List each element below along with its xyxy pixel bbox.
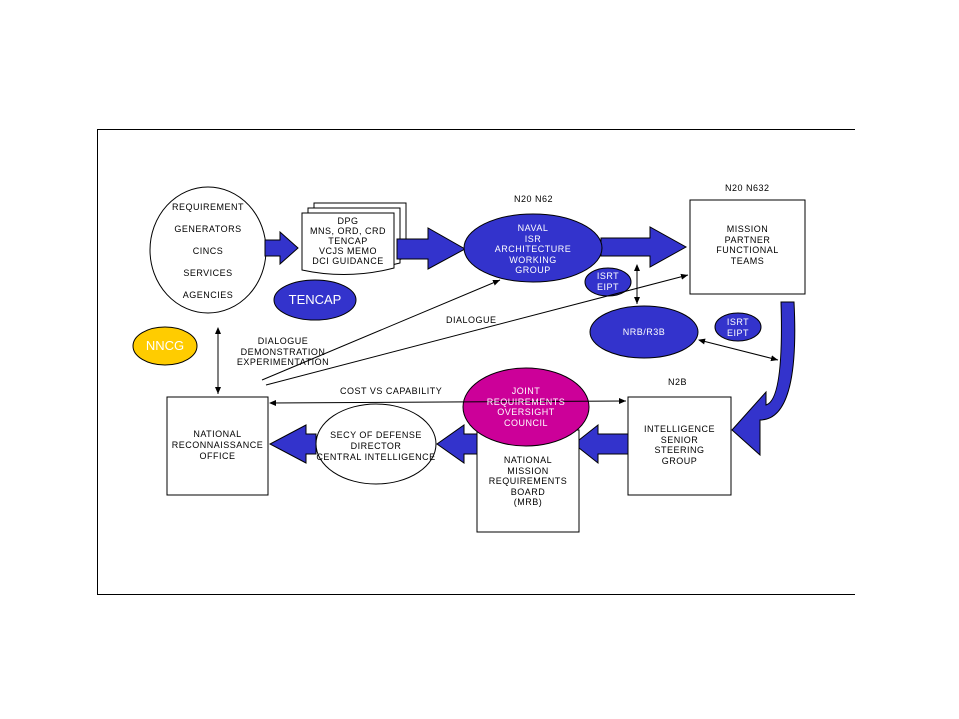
- issg-text: INTELLIGENCE SENIOR STEERING GROUP: [643, 424, 716, 466]
- arrow-mission-to-issg: [731, 301, 796, 457]
- mission-partner-tag: N20 N632: [725, 183, 770, 193]
- naval-isr-tag: N20 N62: [514, 194, 554, 204]
- tencap-node: [273, 279, 357, 321]
- secdef-text: SECY OF DEFENSE DIRECTOR CENTRAL INTELLI…: [316, 430, 436, 462]
- connector-nro-mission: [265, 273, 689, 386]
- jroc-node: [462, 367, 590, 447]
- mission-partner-node: [689, 199, 806, 295]
- naval-isr-text: NAVAL ISR ARCHITECTURE WORKING GROUP: [494, 223, 572, 275]
- diagram-frame: [97, 129, 855, 595]
- isrt-eipt-text-2: ISRT EIPT: [726, 317, 750, 338]
- documents-stack: [301, 202, 407, 275]
- connector-nro-naval: [261, 279, 501, 381]
- arrow-issg-to-nmrb: [573, 423, 629, 465]
- dialogue-left-label: DIALOGUE DEMONSTRATION EXPERIMENTATION: [236, 336, 330, 367]
- connector-cost-capability: [269, 398, 627, 406]
- n2b-tag: N2B: [668, 377, 688, 387]
- nncg-label: NNCG: [145, 338, 185, 353]
- requirement-generators-text: REQUIREMENT GENERATORS CINCS SERVICES AG…: [171, 202, 244, 300]
- arrow-secdef-to-nro: [268, 424, 317, 464]
- connector-nrb-isrt2: [698, 338, 779, 362]
- arrow-naval-to-mission: [600, 226, 688, 268]
- arrow-generators-to-docs: [264, 230, 299, 266]
- dialogue-center-label: DIALOGUE: [446, 315, 497, 325]
- nmrb-text: NATIONAL MISSION REQUIREMENTS BOARD (MRB…: [488, 455, 568, 507]
- documents-text: DPG MNS, ORD, CRD TENCAP VCJS MEMO DCI G…: [310, 216, 386, 266]
- isrt-eipt-text-1: ISRT EIPT: [596, 271, 620, 292]
- issg-node: [627, 396, 732, 496]
- mission-partner-text: MISSION PARTNER FUNCTIONAL TEAMS: [716, 224, 779, 266]
- naval-isr-node: [463, 213, 603, 283]
- arrow-nmrb-to-secdef: [436, 424, 479, 464]
- arrow-docs-to-naval: [396, 227, 467, 270]
- nncg-node: [132, 326, 198, 366]
- nro-text: NATIONAL RECONNAISSANCE OFFICE: [171, 429, 264, 461]
- tencap-label: TENCAP: [288, 292, 342, 307]
- nrb-node: [589, 305, 699, 359]
- jroc-text: JOINT REQUIREMENTS OVERSIGHT COUNCIL: [486, 386, 566, 428]
- nro-node: [166, 396, 269, 496]
- cost-vs-capability-label: COST VS CAPABILITY: [340, 386, 443, 396]
- nrb-label: NRB/R3B: [622, 327, 666, 337]
